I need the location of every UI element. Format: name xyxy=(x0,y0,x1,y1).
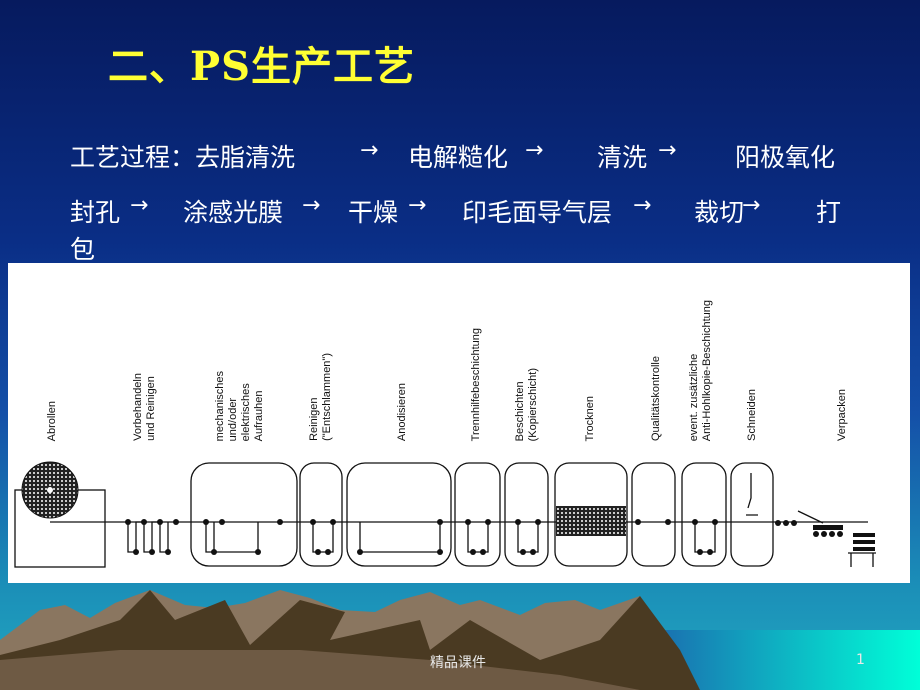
step-text: 电解糙化 xyxy=(408,143,509,172)
step-text: 工艺过程：去脂清洗 xyxy=(70,143,296,172)
tank xyxy=(631,462,676,567)
step-text: 阳极氧化 xyxy=(735,143,836,172)
step-text: 封孔 xyxy=(70,198,121,227)
water-gradient xyxy=(660,630,920,690)
right-arrow-icon: → xyxy=(658,138,677,163)
production-line-diagram: Abrollen Vorbehandeln und Reinigen mecha… xyxy=(8,263,910,583)
dryer-heater xyxy=(556,506,626,536)
step-text: 涂感光膜 xyxy=(183,198,284,227)
right-arrow-icon: → xyxy=(302,193,321,218)
slide-title: 二、PS生产工艺 xyxy=(108,43,415,90)
right-arrow-icon: → xyxy=(408,193,427,218)
tank xyxy=(454,462,501,567)
tank xyxy=(346,462,452,567)
step-text: 干燥 xyxy=(348,198,399,227)
step-text: 打 xyxy=(816,198,842,227)
tank xyxy=(190,462,298,567)
right-arrow-icon: → xyxy=(742,193,761,218)
dryer xyxy=(554,462,628,567)
tank xyxy=(504,462,549,567)
cutter-box xyxy=(730,462,774,567)
step-text: 清洗 xyxy=(597,143,648,172)
tank xyxy=(681,462,727,567)
right-arrow-icon: → xyxy=(633,193,652,218)
rollers xyxy=(125,519,875,555)
right-arrow-icon: → xyxy=(130,193,149,218)
tank xyxy=(299,462,343,567)
machine-schematic xyxy=(14,461,876,568)
step-text: 包 xyxy=(70,235,96,264)
page-number: 1 xyxy=(856,652,865,668)
step-text: 印毛面导气层 xyxy=(462,198,613,227)
footer-text: 精品课件 xyxy=(430,655,486,671)
right-arrow-icon: → xyxy=(525,138,544,163)
step-text: 裁切 xyxy=(694,198,745,227)
right-arrow-icon: → xyxy=(360,138,379,163)
